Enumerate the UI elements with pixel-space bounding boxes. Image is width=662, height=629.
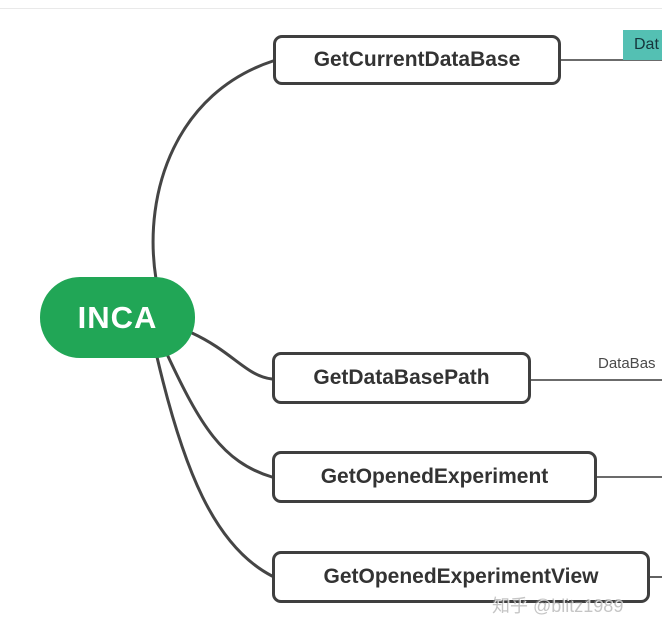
topic-getopenedexperiment[interactable]: GetOpenedExperiment xyxy=(272,451,597,503)
branch-root-to-getopenedexperiment xyxy=(164,350,274,479)
topic-label: GetDataBasePath xyxy=(313,366,490,389)
topic-label: GetCurrentDataBase xyxy=(313,48,521,71)
subtopic-databasepath-child[interactable]: DataBas xyxy=(598,355,656,372)
subtopic-highlighted-database[interactable]: Dat xyxy=(623,30,662,60)
watermark-text: 知乎 @blitz1989 xyxy=(492,596,624,616)
branch-root-to-getcurrentdatabase xyxy=(151,59,275,281)
topic-getdatabasepath[interactable]: GetDataBasePath xyxy=(272,352,531,404)
topic-label: GetOpenedExperiment xyxy=(320,465,549,488)
top-divider xyxy=(0,8,662,9)
topic-label: GetOpenedExperimentView xyxy=(323,565,599,588)
topic-getopenedexperimentview[interactable]: GetOpenedExperimentView xyxy=(272,551,650,603)
branch-root-to-getopenedexperimentview xyxy=(155,355,274,578)
subtopic-label: DataBas xyxy=(598,355,656,372)
root-topic-inca[interactable]: INCA xyxy=(40,277,195,358)
topic-getcurrentdatabase[interactable]: GetCurrentDataBase xyxy=(273,35,561,85)
root-topic-label: INCA xyxy=(77,299,158,335)
zhihu-watermark: 知乎 @blitz1989 xyxy=(492,592,623,618)
subtopic-label: Dat xyxy=(634,36,659,53)
branch-root-to-getdatabasepath xyxy=(190,331,274,381)
